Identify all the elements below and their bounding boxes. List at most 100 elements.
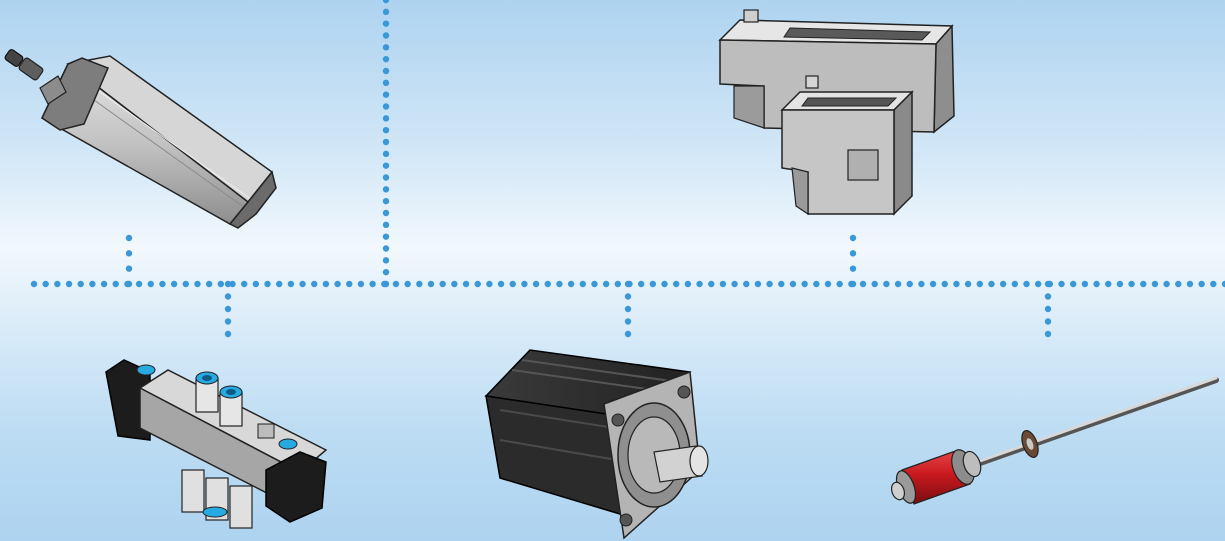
connector-dot [871,280,878,288]
connector-dot [462,280,470,288]
connector-dot [125,280,133,288]
connector-dot [999,280,1007,288]
connector-dot [382,67,390,75]
connector-dot [1023,280,1030,288]
connector-dot [224,318,232,325]
connector-dot [194,280,201,288]
connector-dot [382,268,390,276]
connector-dot [883,280,890,288]
connector-dot [1044,280,1052,288]
connector-dot [1210,280,1217,288]
connector-dot [778,280,785,288]
connector-dot [1151,280,1159,288]
connector-dot [382,150,390,158]
connector-dot [894,280,902,288]
connector-dot [65,280,73,288]
connector-dot [544,280,551,288]
connector-motor [624,280,632,338]
connector-lines [30,0,1225,338]
connector-dot [382,197,390,205]
connector-dot [382,209,390,217]
connector-dot [77,280,84,288]
connector-dot [1116,280,1124,288]
connector-dot [813,280,820,288]
connector-dot [382,126,390,134]
connector-dot [1044,305,1052,313]
connector-dot [240,280,248,288]
connector-dot [382,233,390,240]
connector-dot [1186,280,1194,288]
connector-dot [382,257,390,264]
connector-dot [486,280,493,288]
connector-dot [1011,280,1019,288]
connector-dot [382,103,390,110]
connector-dot [953,280,960,288]
connector-dot [579,280,586,288]
connector-plc [849,234,857,288]
connector-dot [849,280,857,288]
connector-dot [532,280,540,288]
connector-dot [224,305,232,313]
connector-dot [637,280,645,288]
pneumatic-cylinder-icon [4,49,277,229]
connector-dot [382,186,390,193]
connector-sensor [1044,280,1052,338]
connector-dot [1058,280,1065,288]
connector-dot [696,280,703,288]
connector-dot [276,280,283,288]
connector-dot [766,280,773,288]
connector-top-center [382,0,390,288]
connector-dot [624,280,632,288]
connector-dot [382,138,390,146]
connector-dot [1105,280,1112,288]
connector-dot [624,293,632,300]
connector-dot [1140,280,1147,288]
connector-dot [1175,280,1182,288]
connector-dot [1044,330,1052,338]
plc-controller-icon [718,9,955,216]
connector-dot [369,280,376,288]
connector-dot [159,280,166,288]
connector-dot [346,280,353,288]
connector-dot [1163,280,1170,288]
connector-dot [801,280,808,288]
connector-dot [708,280,715,288]
connector-dot [918,280,925,288]
connector-valve [224,280,232,338]
connector-dot [147,280,154,288]
connector-dot [743,280,750,288]
connector-dot [382,162,390,169]
connector-dot [521,280,528,288]
connector-dot [170,280,178,288]
connector-dot [941,280,948,288]
connector-dot [382,91,390,98]
connector-dot [556,280,563,288]
connector-dot [824,280,832,288]
connector-dot [205,280,213,288]
connector-cylinder [125,234,133,288]
stepper-motor-icon [484,349,709,540]
connector-dot [849,234,857,242]
connector-dot [100,280,108,288]
solenoid-valve-icon [105,359,328,529]
connector-dot [684,280,692,288]
connector-dot [382,55,390,63]
connector-dot [382,32,390,39]
connector-dot [125,250,133,257]
connector-dot [1198,280,1205,288]
connector-dot [1044,293,1052,300]
connector-dot [497,280,505,288]
connector-dot [382,44,390,51]
connector-dot [439,280,446,288]
connector-dot [264,280,271,288]
connector-dot [125,265,133,272]
linear-sensor-icon [890,376,1219,505]
connector-dot [929,280,937,288]
connector-dot [1034,280,1042,288]
connector-dot [404,280,411,288]
connector-dot [661,280,668,288]
connector-dot [416,280,423,288]
connector-dot [976,280,983,288]
connector-dot [474,280,481,288]
